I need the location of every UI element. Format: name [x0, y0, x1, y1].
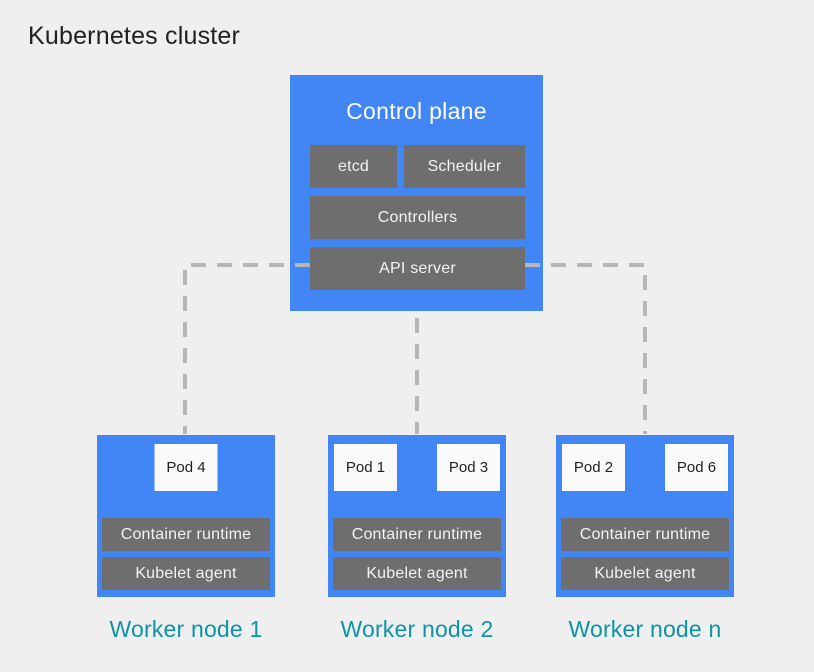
- pod-box: Pod 1: [334, 444, 397, 491]
- pod-box: Pod 2: [562, 444, 625, 491]
- worker-node-n-box: Pod 2 Pod 6 Container runtime Kubelet ag…: [556, 435, 734, 597]
- worker-node-1-caption: Worker node 1: [109, 616, 263, 642]
- scheduler-box: Scheduler: [404, 145, 525, 188]
- pod-box: Pod 4: [154, 444, 218, 491]
- kubelet-agent-box: Kubelet agent: [102, 557, 270, 590]
- diagram-title: Kubernetes cluster: [28, 22, 241, 50]
- container-runtime-box: Container runtime: [333, 518, 501, 551]
- control-plane-top-row: etcd Scheduler: [310, 145, 525, 188]
- worker-node-1-box: Pod 4 Container runtime Kubelet agent: [97, 435, 275, 597]
- control-plane-label: Control plane: [346, 98, 487, 124]
- worker-node-n-caption: Worker node n: [568, 616, 722, 642]
- control-plane-components: etcd Scheduler Controllers API server: [310, 145, 525, 290]
- control-plane-box: Control plane etcd Scheduler Controllers…: [290, 75, 543, 311]
- worker-node-2-caption: Worker node 2: [340, 616, 494, 642]
- api-server-box: API server: [310, 247, 525, 290]
- etcd-box: etcd: [310, 145, 397, 188]
- kubelet-agent-box: Kubelet agent: [561, 557, 729, 590]
- kubelet-agent-box: Kubelet agent: [333, 557, 501, 590]
- connector-right: [525, 263, 647, 434]
- worker-node-2-box: Pod 1 Pod 3 Container runtime Kubelet ag…: [328, 435, 506, 597]
- container-runtime-box: Container runtime: [102, 518, 270, 551]
- container-runtime-box: Container runtime: [561, 518, 729, 551]
- pod-box: Pod 6: [665, 444, 728, 491]
- pod-box: Pod 3: [437, 444, 500, 491]
- controllers-box: Controllers: [310, 196, 525, 239]
